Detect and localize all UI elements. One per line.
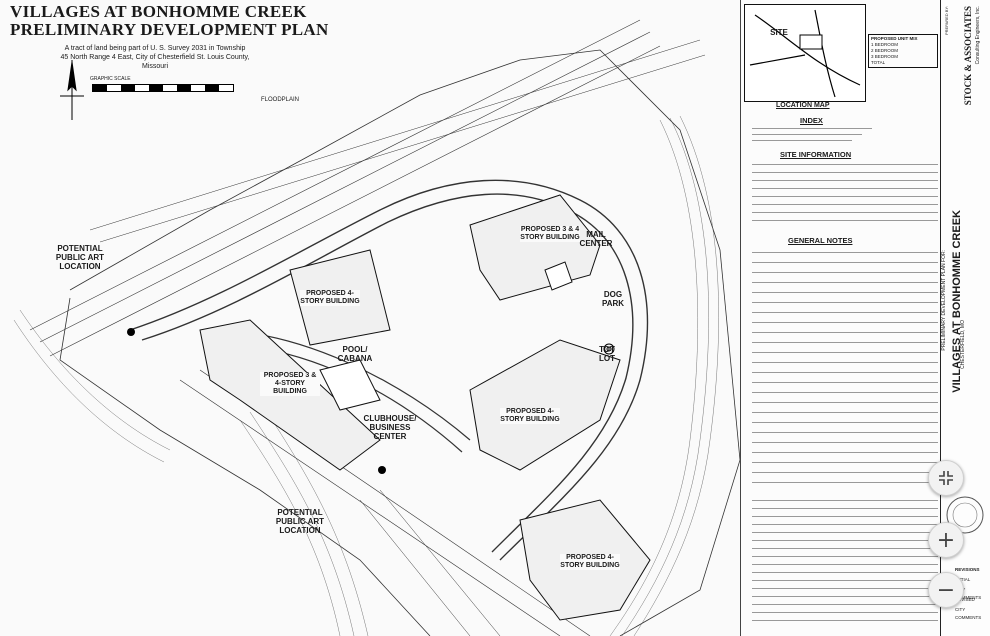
- project-subtitle: PRELIMINARY DEVELOPMENT PLAN FOR:: [941, 250, 947, 351]
- legal-description-line: [752, 524, 938, 528]
- building-label: PROPOSED 4-STORY BUILDING: [560, 554, 620, 570]
- legal-description-line: [752, 612, 938, 616]
- clubhouse-label: CLUBHOUSE/ BUSINESS CENTER: [363, 414, 417, 441]
- building-label: PROPOSED 4-STORY BUILDING: [300, 290, 360, 306]
- unit-mix-table: PROPOSED UNIT MIX 1 BEDROOM 2 BEDROOM 3 …: [868, 34, 938, 68]
- site-info-line: [752, 188, 938, 192]
- firm-name: STOCK & ASSOCIATES: [963, 6, 973, 106]
- site-info-line: [752, 180, 938, 184]
- general-note-line: [752, 372, 938, 376]
- unit-mix-row: TOTAL: [871, 60, 886, 65]
- location-map-lines: [749, 9, 861, 98]
- general-note-line: [752, 482, 938, 486]
- plan-title-line2: PRELIMINARY DEVELOPMENT PLAN: [10, 20, 329, 39]
- mail-center-label: MAIL CENTER: [579, 230, 613, 248]
- legal-description-line: [752, 532, 938, 536]
- prepared-by-label: PREPARED BY:: [944, 6, 949, 36]
- pool-cabana-label: POOL/ CABANA: [337, 345, 373, 363]
- legal-description-line: [752, 572, 938, 576]
- legal-description-line: [752, 508, 938, 512]
- site-info-line: [752, 220, 938, 224]
- general-note-line: [752, 362, 938, 366]
- index-line: [752, 140, 852, 144]
- general-note-line: [752, 352, 938, 356]
- location-map-title: LOCATION MAP: [776, 102, 830, 109]
- general-note-line: [752, 342, 938, 346]
- legal-description-line: [752, 548, 938, 552]
- general-note-line: [752, 312, 938, 316]
- general-note-line: [752, 442, 938, 446]
- legal-description-line: [752, 580, 938, 584]
- legal-description-line: [752, 596, 938, 600]
- building-label: PROPOSED 3 & 4-STORY BUILDING: [260, 372, 320, 396]
- legal-description-line: [752, 500, 938, 504]
- site-info-line: [752, 164, 938, 168]
- location-map: [744, 4, 866, 102]
- public-art-location-label: POTENTIAL PUBLIC ART LOCATION: [275, 508, 325, 535]
- general-note-line: [752, 332, 938, 336]
- plan-description: A tract of land being part of U. S. Surv…: [60, 45, 250, 70]
- general-note-line: [752, 452, 938, 456]
- site-information-heading: SITE INFORMATION: [780, 150, 852, 159]
- site-tag: SITE: [770, 28, 788, 37]
- legal-description-line: [752, 620, 938, 624]
- building-label: PROPOSED 3 & 4 STORY BUILDING: [520, 226, 580, 242]
- index-heading: INDEX: [800, 116, 823, 125]
- dog-park-label: DOG PARK: [601, 290, 625, 308]
- site-info-line: [752, 196, 938, 200]
- site-info-line: [752, 212, 938, 216]
- site-info-line: [752, 172, 938, 176]
- zoom-in-button[interactable]: +: [928, 522, 964, 558]
- unit-mix-row: 2 BEDROOM: [871, 48, 899, 53]
- revisions-label: REVISIONS: [955, 567, 980, 572]
- collapse-view-button[interactable]: [928, 460, 964, 496]
- general-note-line: [752, 472, 938, 476]
- index-line: [752, 128, 872, 132]
- floodplain-label: FLOODPLAIN: [260, 97, 299, 103]
- general-note-line: [752, 272, 938, 276]
- firm-subtitle: Consulting Engineers, Inc.: [975, 6, 981, 65]
- general-note-line: [752, 302, 938, 306]
- site-info-line: [752, 204, 938, 208]
- legal-description-line: [752, 556, 938, 560]
- general-notes-heading: GENERAL NOTES: [788, 236, 853, 245]
- general-note-line: [752, 252, 938, 256]
- zoom-out-button[interactable]: −: [928, 572, 964, 608]
- general-note-line: [752, 392, 938, 396]
- tot-lot-label: TOT LOT: [599, 345, 615, 363]
- collapse-arrows-icon: [939, 471, 953, 485]
- building-label: PROPOSED 4-STORY BUILDING: [500, 408, 560, 424]
- plan-title-line1: VILLAGES AT BONHOMME CREEK: [10, 2, 307, 21]
- general-note-line: [752, 432, 938, 436]
- general-note-line: [752, 282, 938, 286]
- general-note-line: [752, 462, 938, 466]
- revision-item: REVISED: [955, 597, 975, 602]
- unit-mix-row: 1 BEDROOM: [871, 42, 899, 47]
- legal-description-line: [752, 588, 938, 592]
- general-note-line: [752, 382, 938, 386]
- unit-mix-title: PROPOSED UNIT MIX: [871, 36, 918, 41]
- general-note-line: [752, 422, 938, 426]
- legal-description-line: [752, 516, 938, 520]
- general-note-line: [752, 412, 938, 416]
- index-line: [752, 134, 862, 138]
- legal-description-line: [752, 564, 938, 568]
- info-panel: [740, 0, 941, 636]
- general-note-line: [752, 262, 938, 266]
- unit-mix-row: 3 BEDROOM: [871, 54, 899, 59]
- general-note-line: [752, 322, 938, 326]
- revision-item: CITY COMMENTS: [955, 607, 982, 620]
- legal-description-line: [752, 540, 938, 544]
- general-note-line: [752, 402, 938, 406]
- project-city: CHESTERFIELD, MO: [960, 320, 966, 369]
- graphic-scale-label: GRAPHIC SCALE: [90, 76, 131, 82]
- legal-description-line: [752, 604, 938, 608]
- general-note-line: [752, 292, 938, 296]
- public-art-location-label: POTENTIAL PUBLIC ART LOCATION: [55, 244, 105, 271]
- graphic-scale-bar: [92, 84, 234, 92]
- revision-item: INITIAL: [955, 577, 971, 582]
